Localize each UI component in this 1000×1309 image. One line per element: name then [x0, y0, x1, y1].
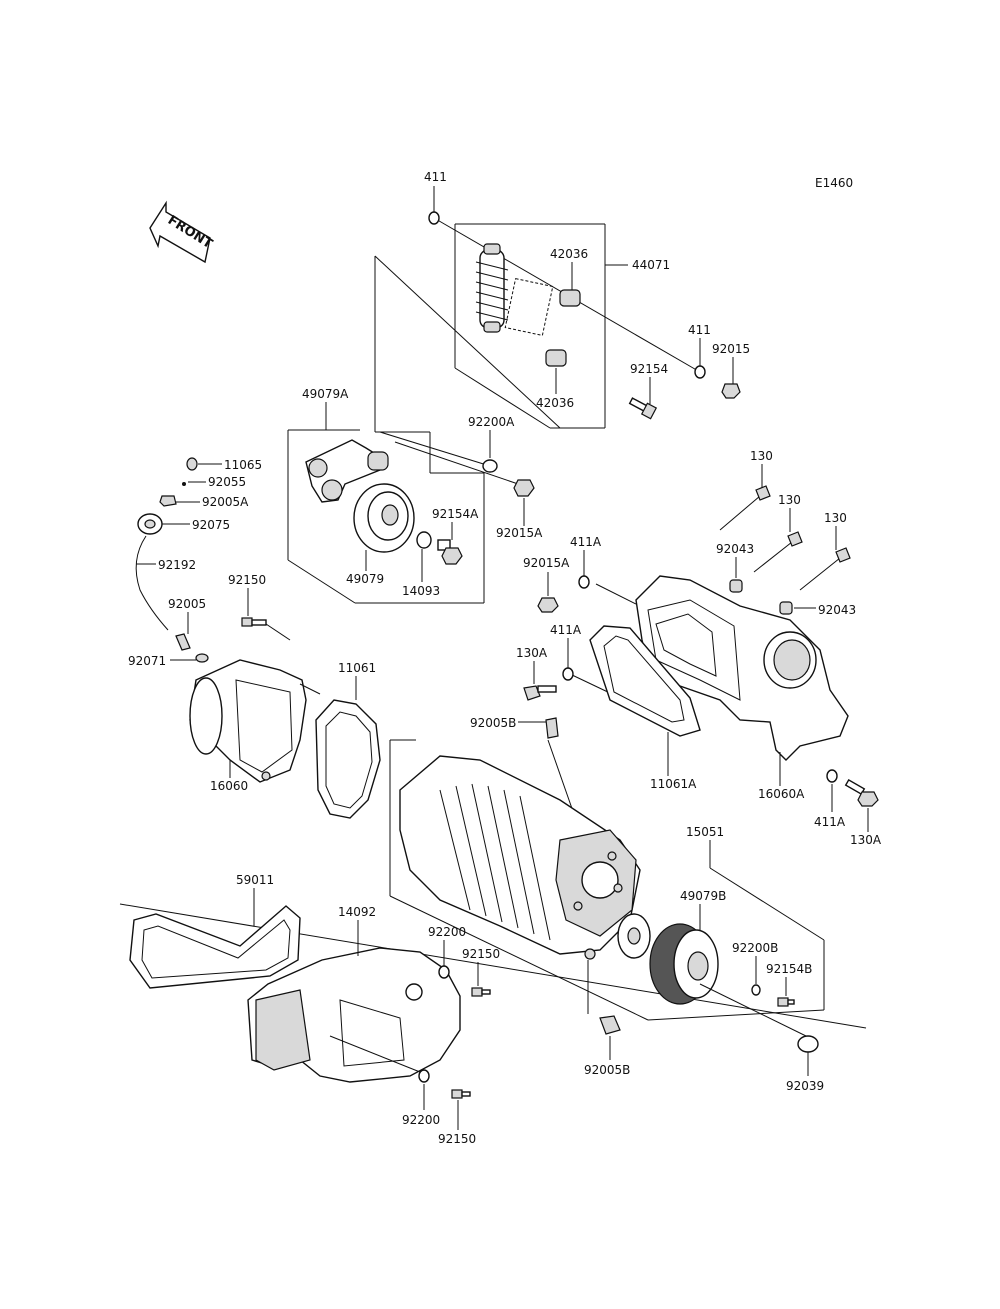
nut-icon — [513, 479, 535, 497]
nut-icon — [721, 383, 741, 399]
label-11061a: 11061A — [650, 777, 697, 791]
label-92005a: 92005A — [202, 495, 249, 509]
washer-icon — [482, 459, 498, 473]
label-411a: 411A — [570, 535, 602, 549]
bolt-icon — [471, 987, 491, 997]
label-92015a: 92015A — [496, 526, 543, 540]
label-49079b: 49079B — [680, 889, 726, 903]
diagram-code: E1460 — [815, 176, 853, 190]
label-92071: 92071 — [128, 654, 166, 668]
label-130: 130 — [824, 511, 847, 525]
bolt-icon — [451, 1089, 471, 1099]
bolt-icon — [628, 397, 658, 420]
label-92200b: 92200B — [732, 941, 778, 955]
label-92039: 92039 — [786, 1079, 824, 1093]
label-92043: 92043 — [716, 542, 754, 556]
bushing-icon — [559, 289, 581, 307]
belt-cover-icon — [247, 947, 461, 1083]
pressure-fitting-stack — [135, 457, 209, 663]
label-92200: 92200 — [428, 925, 466, 939]
label-11061: 11061 — [338, 661, 376, 675]
label-92154: 92154 — [630, 362, 668, 376]
washer-icon — [562, 667, 574, 681]
bolt-icon — [523, 685, 557, 701]
label-16060: 16060 — [210, 779, 248, 793]
drive-belt-icon — [129, 905, 301, 989]
label-92192: 92192 — [158, 558, 196, 572]
cooling-fins-icon — [439, 783, 551, 941]
label-92015a: 92015A — [523, 556, 570, 570]
label-92075: 92075 — [192, 518, 230, 532]
label-11065: 11065 — [224, 458, 262, 472]
gasket-icon — [315, 699, 381, 819]
tensioner-spring-icon — [475, 243, 509, 333]
bolt-icon — [777, 997, 795, 1007]
fitting-icon — [599, 1015, 621, 1035]
label-92150: 92150 — [228, 573, 266, 587]
washer-icon — [578, 575, 590, 589]
intake-housing-icon — [635, 575, 849, 761]
cap-icon — [797, 1035, 819, 1053]
outlet-housing-icon — [189, 659, 307, 783]
washer-icon — [694, 365, 706, 379]
label-92015: 92015 — [712, 342, 750, 356]
dowel-pin-icon — [779, 601, 793, 615]
label-92005b: 92005B — [470, 716, 516, 730]
bolt-icon — [437, 539, 463, 565]
bolt-icon — [844, 778, 879, 807]
supercharger-assembly — [119, 717, 867, 1029]
bushing-icon — [545, 349, 567, 367]
label-59011: 59011 — [236, 873, 274, 887]
label-92150: 92150 — [462, 947, 500, 961]
label-130: 130 — [778, 493, 801, 507]
washer-icon — [416, 531, 432, 549]
label-130: 130 — [750, 449, 773, 463]
washer-icon — [418, 1069, 430, 1083]
tensioner-assembly — [428, 211, 741, 429]
label-92200a: 92200A — [468, 415, 515, 429]
label-49079: 49079 — [346, 572, 384, 586]
label-92150: 92150 — [438, 1132, 476, 1146]
label-130a: 130A — [516, 646, 548, 660]
label-92200: 92200 — [402, 1113, 440, 1127]
bolt-icon — [241, 617, 267, 627]
label-92154b: 92154B — [766, 962, 812, 976]
gasket-icon — [589, 625, 701, 737]
washer-icon — [751, 984, 761, 996]
label-14092: 14092 — [338, 905, 376, 919]
label-92005b: 92005B — [584, 1063, 630, 1077]
drive-pulley-icon — [649, 923, 719, 1005]
label-42036: 42036 — [536, 396, 574, 410]
label-411: 411 — [424, 170, 447, 184]
washer-icon — [438, 965, 450, 979]
label-92055: 92055 — [208, 475, 246, 489]
label-411a: 411A — [814, 815, 846, 829]
nut-icon — [537, 597, 559, 613]
label-92154a: 92154A — [432, 507, 479, 521]
idler-pulley-icon — [353, 483, 415, 553]
label-16060a: 16060A — [758, 787, 805, 801]
label-92005: 92005 — [168, 597, 206, 611]
label-92043: 92043 — [818, 603, 856, 617]
label-130a: 130A — [850, 833, 882, 847]
washer-icon — [826, 769, 838, 783]
dowel-pin-icon — [729, 579, 743, 593]
bolts-130 — [719, 485, 851, 591]
label-49079a: 49079A — [302, 387, 349, 401]
washer-icon — [428, 211, 440, 225]
label-411a: 411A — [550, 623, 582, 637]
label-42036: 42036 — [550, 247, 588, 261]
label-15051: 15051 — [686, 825, 724, 839]
front-arrow-icon: FRONT — [149, 200, 215, 264]
label-411: 411 — [688, 323, 711, 337]
idler-arm-assembly — [287, 255, 561, 604]
label-14093: 14093 — [402, 584, 440, 598]
label-44071: 44071 — [632, 258, 670, 272]
